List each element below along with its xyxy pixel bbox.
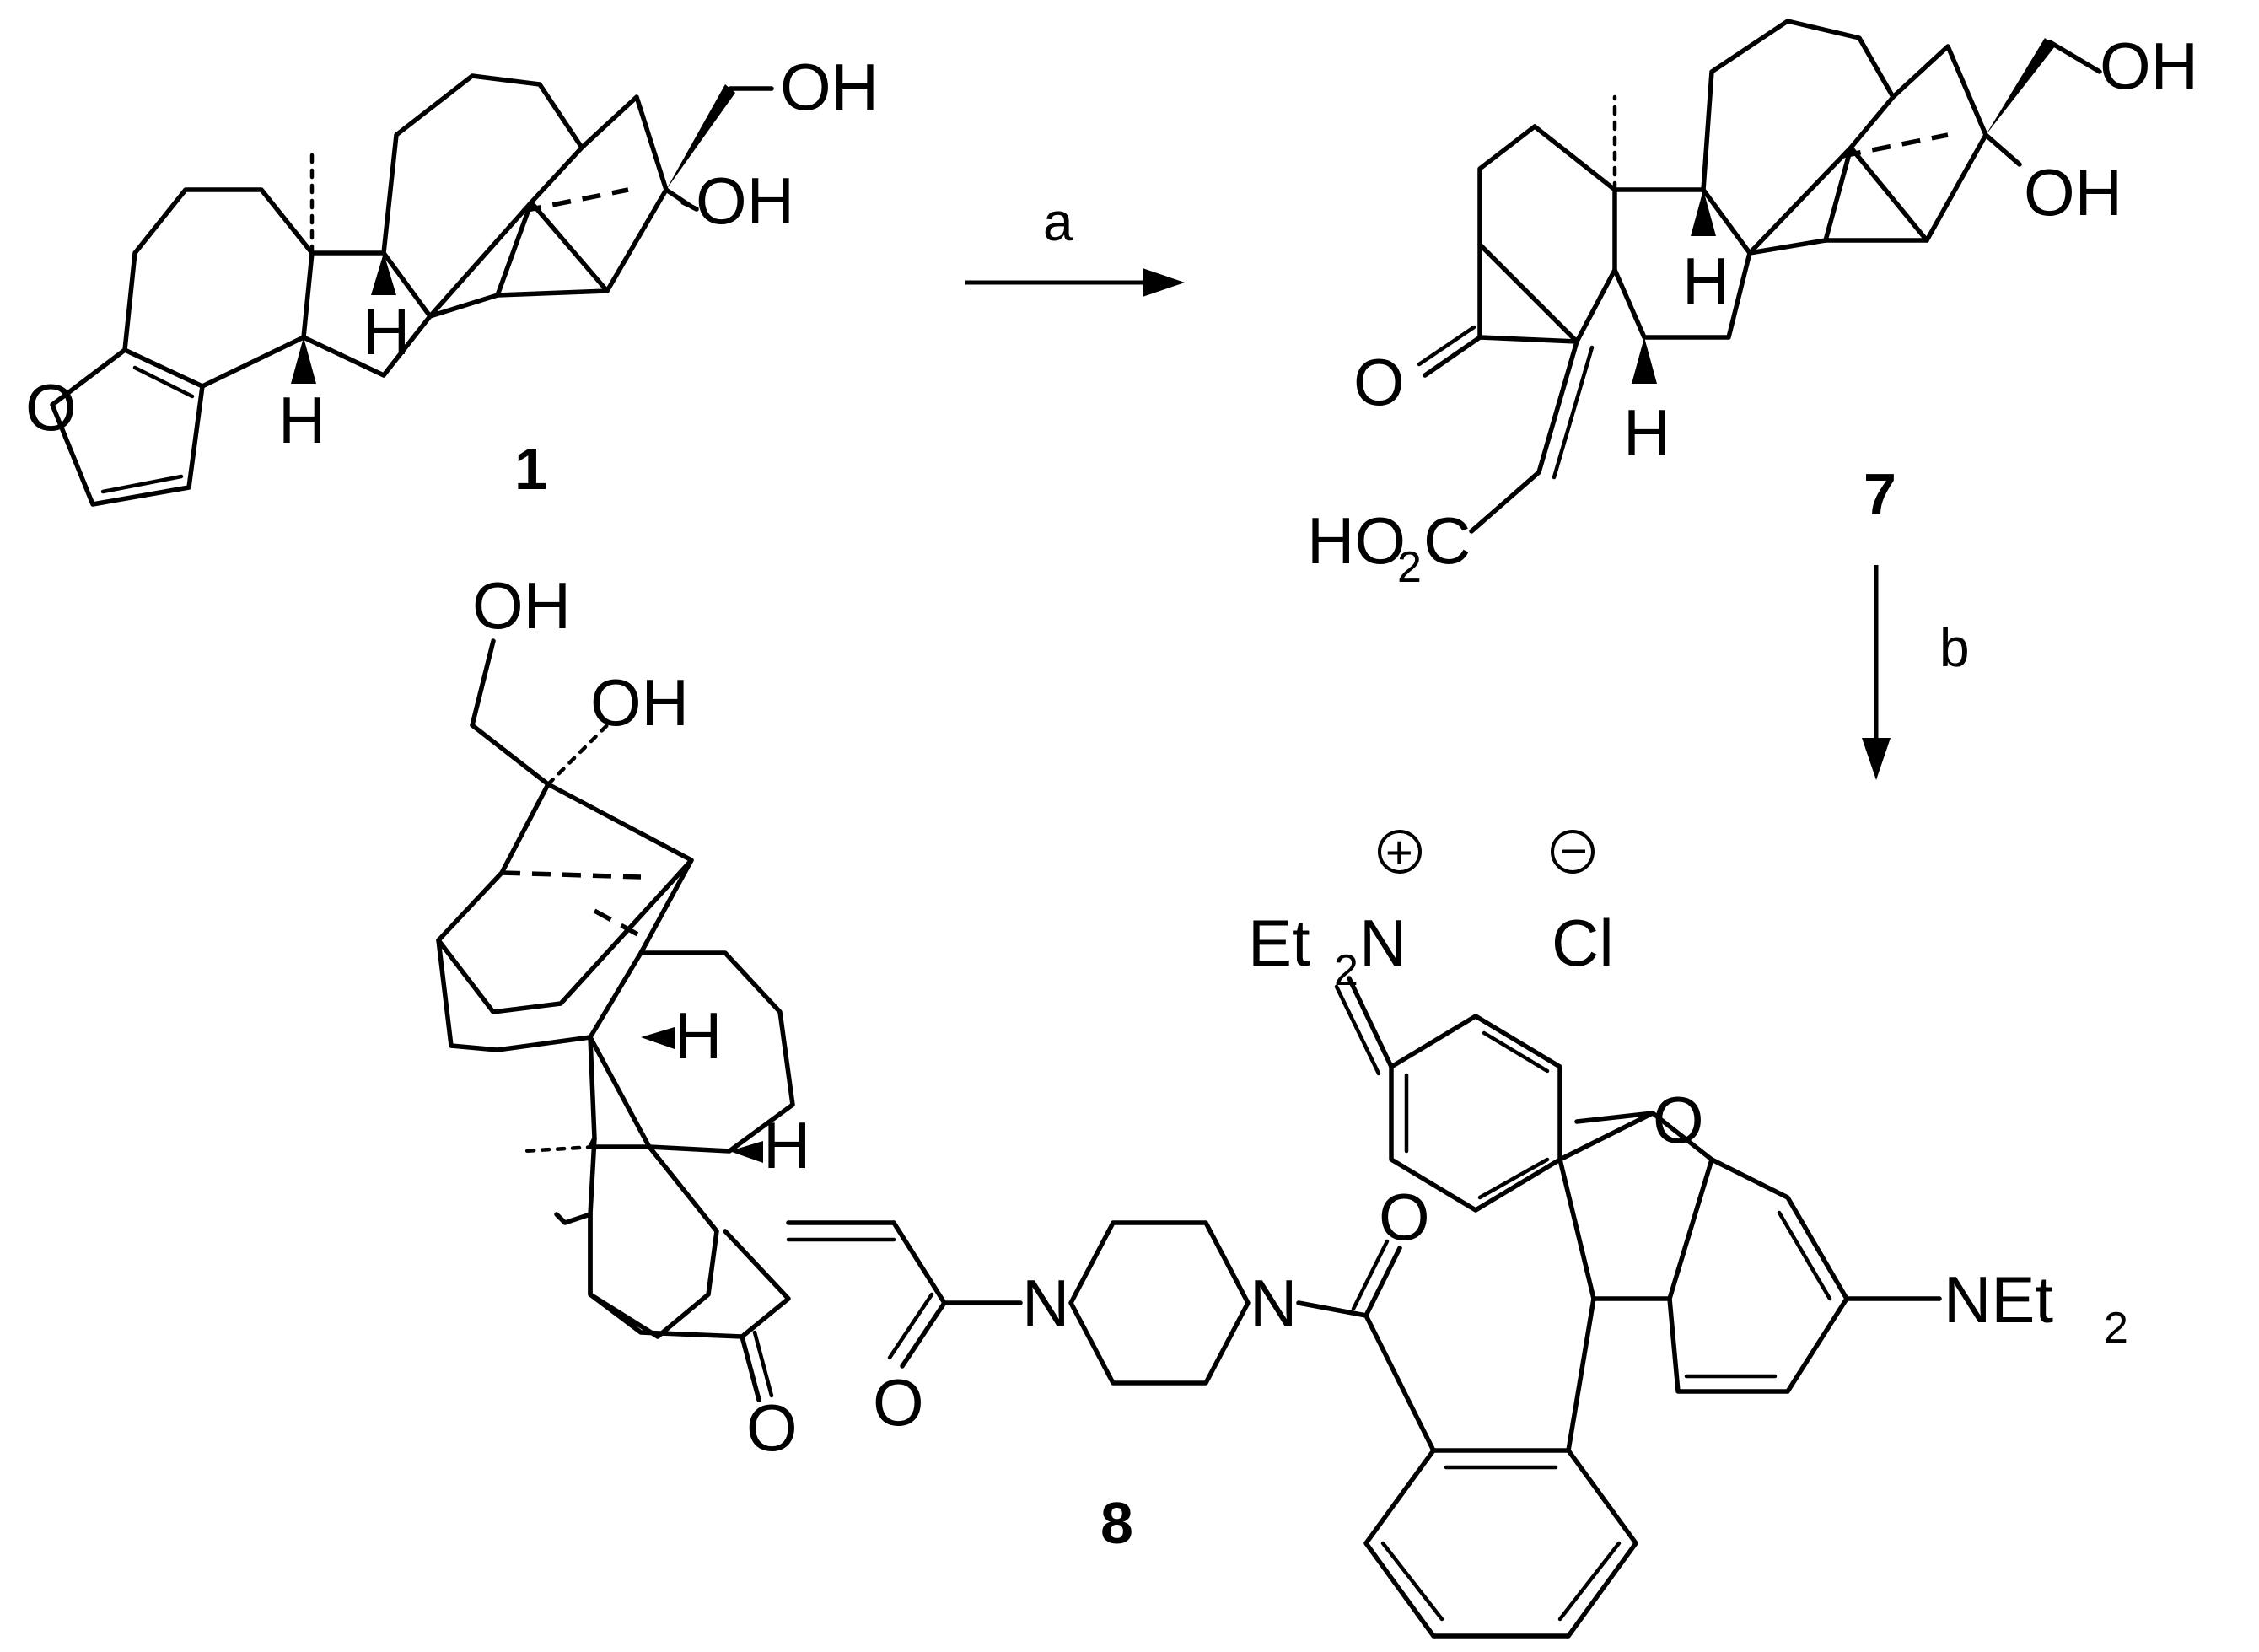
positive-charge-circle (1378, 830, 1422, 874)
atom-oh-primary: OH (472, 568, 571, 643)
reagent-label-a: a (1043, 191, 1073, 252)
compound-label-8: 8 (1100, 1490, 1133, 1556)
atom-oh-tertiary: OH (2024, 155, 2122, 229)
reagent-label-b: b (1939, 617, 1970, 678)
atom-oh-primary: OH (2100, 29, 2198, 103)
compound-8-labels: OH OH H H O O N N O O Et 2 N + Cl − NEt … (472, 568, 2128, 1465)
atom-oh-tertiary: OH (590, 665, 689, 740)
atom-h-c9: H (675, 998, 722, 1073)
atom-h-c5: H (1623, 396, 1670, 470)
negative-charge: − (1560, 824, 1588, 877)
atom-ho2c-sub: 2 (1397, 543, 1422, 592)
positive-charge: + (1385, 826, 1413, 879)
compound-7-structure: OH OH H H O HO 2 C (1307, 19, 2198, 592)
atom-o-ketone: O (1353, 345, 1405, 419)
atom-h-c5: H (278, 383, 325, 457)
compound-1-structure: O OH OH H H (25, 50, 879, 507)
atom-o-ketone: O (746, 1391, 798, 1465)
atom-et2n-et: Et (1248, 906, 1310, 980)
atom-net2-sub: 2 (2104, 1304, 2128, 1353)
compound-8-structure (436, 638, 1942, 1639)
atom-et2n-sub: 2 (1334, 946, 1358, 995)
atom-n-piperazine-1: N (1022, 1266, 1069, 1340)
atom-oh-primary: OH (780, 50, 879, 124)
atom-o-xanthene: O (1653, 1083, 1704, 1157)
reaction-arrow-a (965, 268, 1185, 297)
reaction-arrow-b (1862, 565, 1891, 780)
compound-label-7: 7 (1864, 461, 1896, 527)
compound-label-1: 1 (514, 436, 547, 502)
atom-net2-net: NEt (1944, 1262, 2053, 1337)
atom-ho2c-c: C (1423, 503, 1471, 578)
atom-o-amide-1: O (873, 1365, 924, 1439)
atom-o-amide-2: O (1379, 1180, 1430, 1254)
atom-chloride: Cl (1552, 906, 1614, 980)
atom-h-c9: H (363, 294, 410, 369)
atom-h-c9: H (1682, 244, 1729, 318)
atom-oh-tertiary: OH (696, 164, 794, 238)
negative-charge-circle (1551, 830, 1595, 874)
atom-n-piperazine-2: N (1250, 1266, 1297, 1340)
atom-o-furan: O (25, 370, 77, 444)
atom-h-c5: H (763, 1108, 810, 1182)
atom-et2n-n: N (1359, 906, 1406, 980)
atom-ho2c-ho: HO (1307, 503, 1406, 578)
